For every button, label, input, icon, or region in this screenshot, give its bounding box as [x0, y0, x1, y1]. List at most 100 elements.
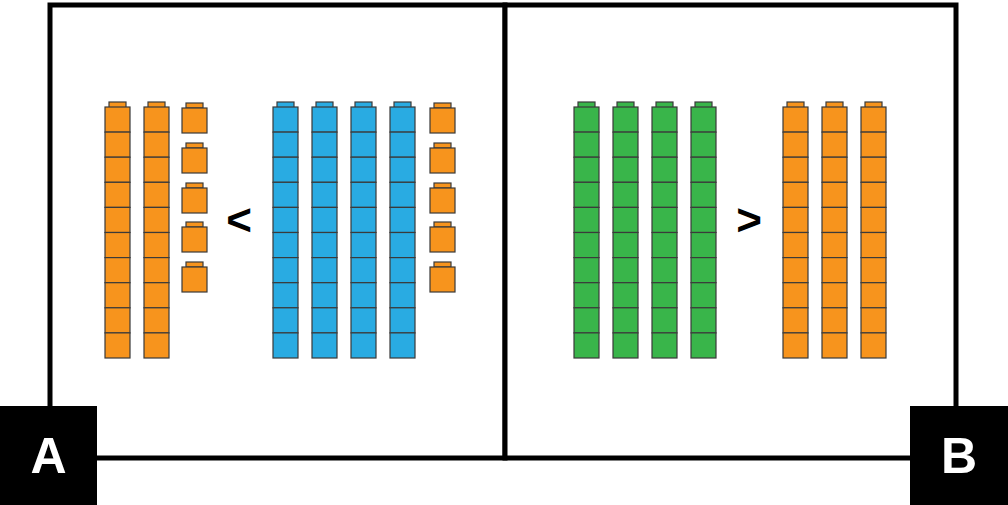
rod-cube [351, 283, 376, 308]
rod-cube [783, 107, 808, 132]
panel-letter: B [941, 431, 977, 481]
rod-cube [574, 207, 599, 232]
rod-cube [390, 157, 415, 182]
rod-cube [105, 207, 130, 232]
rod-cube [861, 157, 886, 182]
unit-cube [182, 148, 207, 173]
unit-cap [434, 222, 451, 227]
rod-cube [144, 258, 169, 283]
rod-cube [783, 182, 808, 207]
rod-cube [312, 107, 337, 132]
rod-cube [105, 283, 130, 308]
rod-cube [574, 233, 599, 258]
rod-cube [822, 132, 847, 157]
rod-cube [574, 132, 599, 157]
panel-frame [505, 5, 956, 458]
rod-cube [105, 132, 130, 157]
rod-cube [822, 308, 847, 333]
rod-cube [613, 233, 638, 258]
rod-cube [144, 283, 169, 308]
unit-cap [434, 262, 451, 267]
unit-cap [186, 262, 203, 267]
rod-cube [312, 207, 337, 232]
rod-cube [613, 308, 638, 333]
rod-cube [273, 157, 298, 182]
rod-cube [273, 182, 298, 207]
rod-cube [105, 157, 130, 182]
rod-cube [783, 157, 808, 182]
rod-cube [783, 308, 808, 333]
rod-cube [652, 333, 677, 358]
rod-cube [390, 258, 415, 283]
rod-cube [390, 107, 415, 132]
rod-cube [144, 157, 169, 182]
rod-cube [691, 258, 716, 283]
rod-cube [691, 333, 716, 358]
rod-cube [861, 258, 886, 283]
unit-cube [182, 227, 207, 252]
rod-cube [822, 157, 847, 182]
unit-cap [186, 183, 203, 188]
rod-cube [390, 283, 415, 308]
rod-cube [144, 308, 169, 333]
rod-cube [312, 258, 337, 283]
rod-cube [351, 308, 376, 333]
unit-cube [182, 188, 207, 213]
rod-cube [822, 333, 847, 358]
rod-cube [390, 207, 415, 232]
rod-cube [691, 157, 716, 182]
rod-cube [822, 233, 847, 258]
rod-cube [822, 182, 847, 207]
rod-cube [691, 132, 716, 157]
rod-cube [822, 258, 847, 283]
rod-cube [390, 182, 415, 207]
unit-cap [186, 143, 203, 148]
rod-cube [312, 132, 337, 157]
rod-cube [861, 107, 886, 132]
unit-cube [430, 148, 455, 173]
rod-cube [613, 157, 638, 182]
rod-cube [312, 283, 337, 308]
rod-cube [144, 333, 169, 358]
rod-cube [273, 283, 298, 308]
rod-cube [783, 207, 808, 232]
rod-cube [613, 333, 638, 358]
rod-cube [861, 182, 886, 207]
rod-cube [783, 333, 808, 358]
rod-cube [574, 258, 599, 283]
rod-cube [652, 308, 677, 333]
rod-cube [574, 107, 599, 132]
rod-cube [273, 207, 298, 232]
unit-cap [186, 222, 203, 227]
rod-cube [105, 258, 130, 283]
rod-cube [652, 283, 677, 308]
unit-cube [430, 188, 455, 213]
unit-cap [434, 103, 451, 108]
rod-cube [273, 132, 298, 157]
rod-cube [351, 107, 376, 132]
rod-cube [351, 207, 376, 232]
rod-cube [351, 233, 376, 258]
rod-cube [105, 107, 130, 132]
rod-cube [691, 283, 716, 308]
unit-cube [182, 108, 207, 133]
rod-cube [691, 182, 716, 207]
rod-cube [613, 207, 638, 232]
rod-cube [574, 283, 599, 308]
rod-cube [574, 308, 599, 333]
rod-cube [691, 308, 716, 333]
base-ten-blocks [105, 102, 886, 358]
rod-cube [861, 233, 886, 258]
rod-cube [312, 308, 337, 333]
rod-cube [105, 233, 130, 258]
rod-cube [861, 132, 886, 157]
panel-letter: A [30, 431, 66, 481]
rod-cube [783, 132, 808, 157]
comparison-symbol: > [736, 198, 762, 242]
unit-cube [182, 267, 207, 292]
rod-cube [652, 207, 677, 232]
rod-cube [691, 107, 716, 132]
rod-cube [861, 207, 886, 232]
rod-cube [273, 308, 298, 333]
rod-cube [390, 233, 415, 258]
